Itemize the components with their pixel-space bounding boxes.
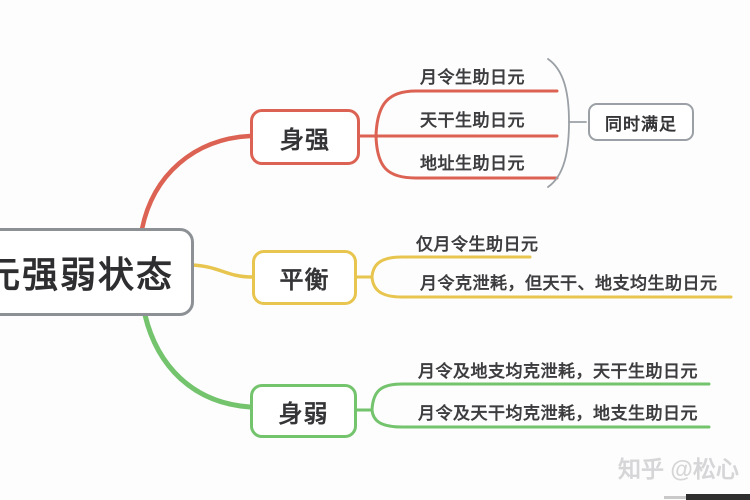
- edge-root-strong: [139, 133, 253, 232]
- fork-strong-top: [374, 89, 559, 138]
- node-root-label: 元强弱状态: [0, 254, 174, 295]
- node-strong-label: 身强: [280, 126, 330, 154]
- node-weak[interactable]: 身弱: [250, 384, 357, 438]
- leaf-balanced-1[interactable]: 仅月令生助日元: [416, 235, 539, 254]
- annotation-label: 同时满足: [605, 114, 677, 134]
- fork-balanced-bottom: [370, 275, 733, 299]
- node-weak-label: 身弱: [278, 400, 329, 428]
- leaf-balanced-2[interactable]: 月令克泄耗，但天干、地支均生助日元: [420, 274, 718, 293]
- fork-balanced-top: [370, 255, 532, 279]
- progress-bar-track: [664, 496, 686, 499]
- node-balanced-label: 平衡: [279, 267, 330, 294]
- leaf-strong-2[interactable]: 天干生助日元: [420, 111, 525, 130]
- fork-strong-bottom: [374, 134, 559, 180]
- leaf-weak-1[interactable]: 月令及地支均克泄耗，天干生助日元: [418, 362, 698, 381]
- leaf-strong-3[interactable]: 地址生助日元: [420, 154, 525, 173]
- fork-weak-top: [370, 382, 711, 412]
- watermark: 知乎 @松心: [618, 456, 739, 482]
- grouping-bracket-icon: [547, 58, 570, 188]
- edge-root-weak: [142, 312, 253, 410]
- node-strong[interactable]: 身强: [250, 109, 360, 165]
- node-root[interactable]: 元强弱状态: [0, 228, 194, 316]
- leaf-weak-2[interactable]: 月令及天干均克泄耗，地支生助日元: [418, 404, 698, 423]
- edge-root-balanced: [189, 263, 254, 279]
- node-balanced[interactable]: 平衡: [252, 250, 357, 305]
- progress-bar-fill: [686, 494, 750, 500]
- annotation-box[interactable]: 同时满足: [588, 103, 694, 141]
- fork-weak-bottom: [370, 408, 711, 429]
- leaf-strong-1[interactable]: 月令生助日元: [420, 68, 525, 87]
